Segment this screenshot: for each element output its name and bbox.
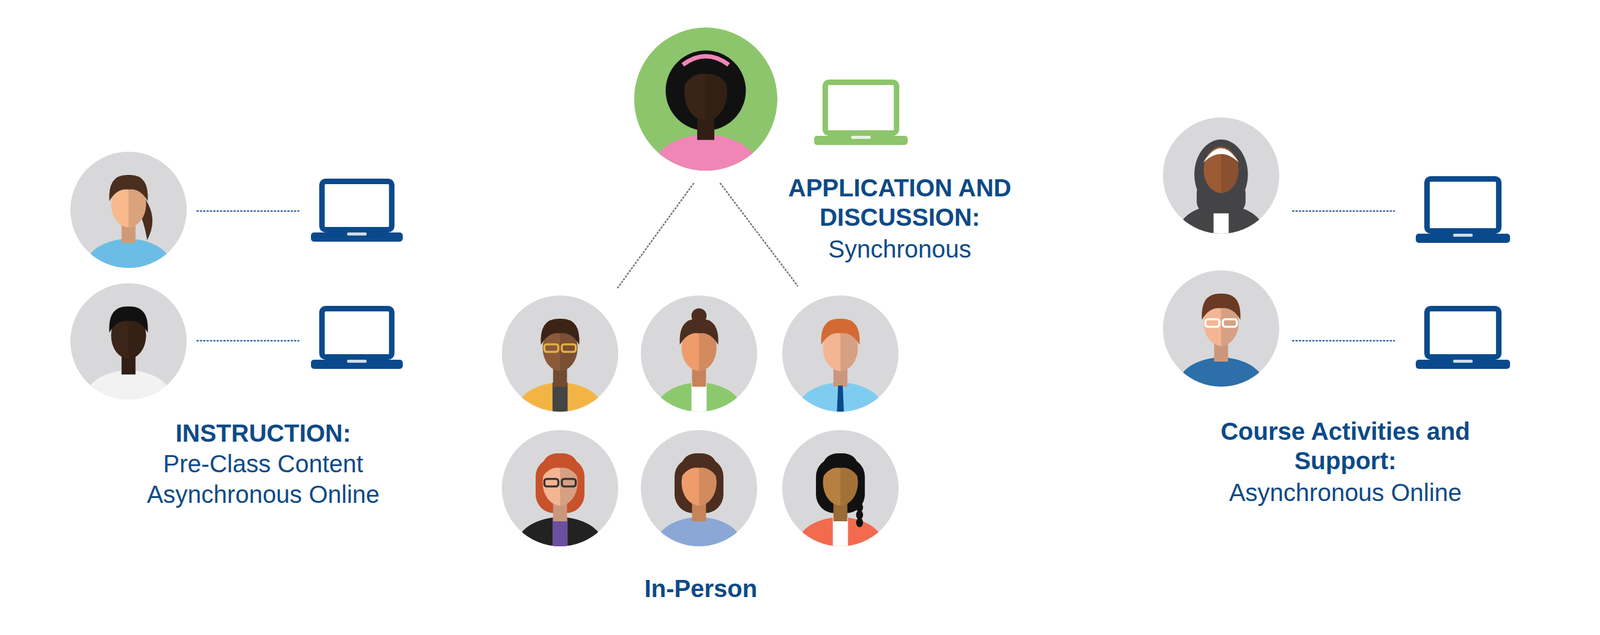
avatar-figure (797, 318, 884, 439)
person-avatar (634, 27, 778, 204)
avatar-figure (517, 318, 604, 439)
section-text: Synchronous (762, 234, 1038, 264)
hair-front (679, 453, 718, 480)
hijab-cap (1203, 148, 1240, 163)
avatar-figure (85, 306, 172, 427)
hair-front (540, 318, 580, 346)
section-heading: INSTRUCTION: (91, 418, 435, 449)
section-text: Pre-Class Content (91, 449, 435, 479)
shirt (656, 517, 743, 574)
avatar-figure (517, 453, 604, 574)
hair-bun (691, 308, 707, 324)
avatar-figure (656, 308, 743, 439)
shirt-inner (833, 517, 849, 548)
face (1203, 146, 1239, 194)
glasses (544, 344, 559, 352)
hair-front (681, 56, 730, 89)
shirt-inner (691, 383, 707, 413)
section-heading: In-Person (578, 574, 824, 604)
avatar-figure (1178, 139, 1265, 261)
hair (665, 50, 746, 131)
person-avatar (640, 295, 758, 439)
shirt (797, 517, 884, 574)
person-avatar (782, 430, 899, 574)
laptop-screen (321, 309, 392, 358)
avatar-circle (782, 430, 899, 547)
headband (683, 56, 729, 65)
laptop-base (310, 232, 403, 242)
laptop-icon (814, 82, 908, 146)
laptop-icon (1415, 179, 1511, 244)
laptop-icon (1415, 309, 1511, 370)
dotted-line (1292, 210, 1395, 213)
shirt-inner (552, 383, 569, 413)
section-text: Asynchronous Online (1173, 478, 1517, 508)
laptop-screen (1426, 309, 1499, 358)
braid (856, 517, 864, 528)
shirt (517, 517, 604, 574)
dotted-line (616, 183, 694, 289)
laptop-notch (851, 135, 872, 139)
person-avatar (70, 151, 187, 296)
dotted-line (197, 210, 299, 213)
avatar-circle (501, 295, 619, 412)
section-text: Asynchronous Online (91, 479, 435, 510)
glasses (561, 344, 576, 352)
laptop-base (1415, 233, 1511, 243)
section-heading: Course Activities and Support: (1192, 416, 1499, 476)
laptop-notch (1453, 233, 1473, 237)
hair-front (1201, 293, 1241, 321)
avatars (70, 27, 1280, 574)
laptop-base (814, 135, 908, 146)
hair-front (820, 453, 860, 480)
hair-front (108, 175, 148, 202)
laptop-notch (347, 232, 367, 236)
avatar-circle (782, 295, 899, 412)
laptop-base (1415, 359, 1511, 370)
hair-front (108, 306, 148, 333)
shirt (85, 370, 172, 427)
person-avatar (501, 295, 619, 439)
glasses (1222, 319, 1238, 327)
person-avatar (640, 430, 758, 574)
person-avatar (1162, 270, 1280, 414)
glasses (1205, 319, 1220, 327)
laptop-icon (310, 309, 403, 370)
tie (836, 385, 844, 412)
person-avatar (1162, 117, 1280, 261)
dotted-line (197, 340, 299, 343)
person-avatar (501, 430, 619, 574)
hair-front (540, 453, 580, 480)
laptop-screen (321, 181, 392, 231)
shirt (1178, 358, 1265, 414)
laptop-base (310, 359, 403, 370)
person-avatar (782, 295, 899, 439)
shirt (652, 135, 759, 204)
avatar-circle (1162, 117, 1280, 234)
laptops (310, 82, 1511, 370)
laptop-notch (347, 359, 367, 363)
avatar-figure (656, 453, 743, 574)
laptop-screen (1426, 179, 1499, 232)
avatar-figure (1178, 293, 1265, 414)
laptop-screen (825, 82, 897, 134)
hair-front (820, 318, 860, 346)
glasses (561, 479, 576, 487)
glasses (544, 479, 559, 487)
section-heading: APPLICATION AND DISCUSSION: (762, 173, 1038, 232)
avatar-figure (797, 453, 884, 574)
person-avatar (70, 283, 187, 427)
shirt-inner (552, 517, 569, 548)
laptop-icon (310, 181, 403, 243)
avatar-circle (501, 430, 619, 547)
avatar-figure (85, 175, 172, 296)
dotted-line (720, 183, 798, 286)
laptop-notch (1453, 359, 1473, 363)
avatar-circle (640, 295, 758, 412)
dotted-line (1292, 340, 1395, 343)
avatar-figure (652, 50, 759, 204)
